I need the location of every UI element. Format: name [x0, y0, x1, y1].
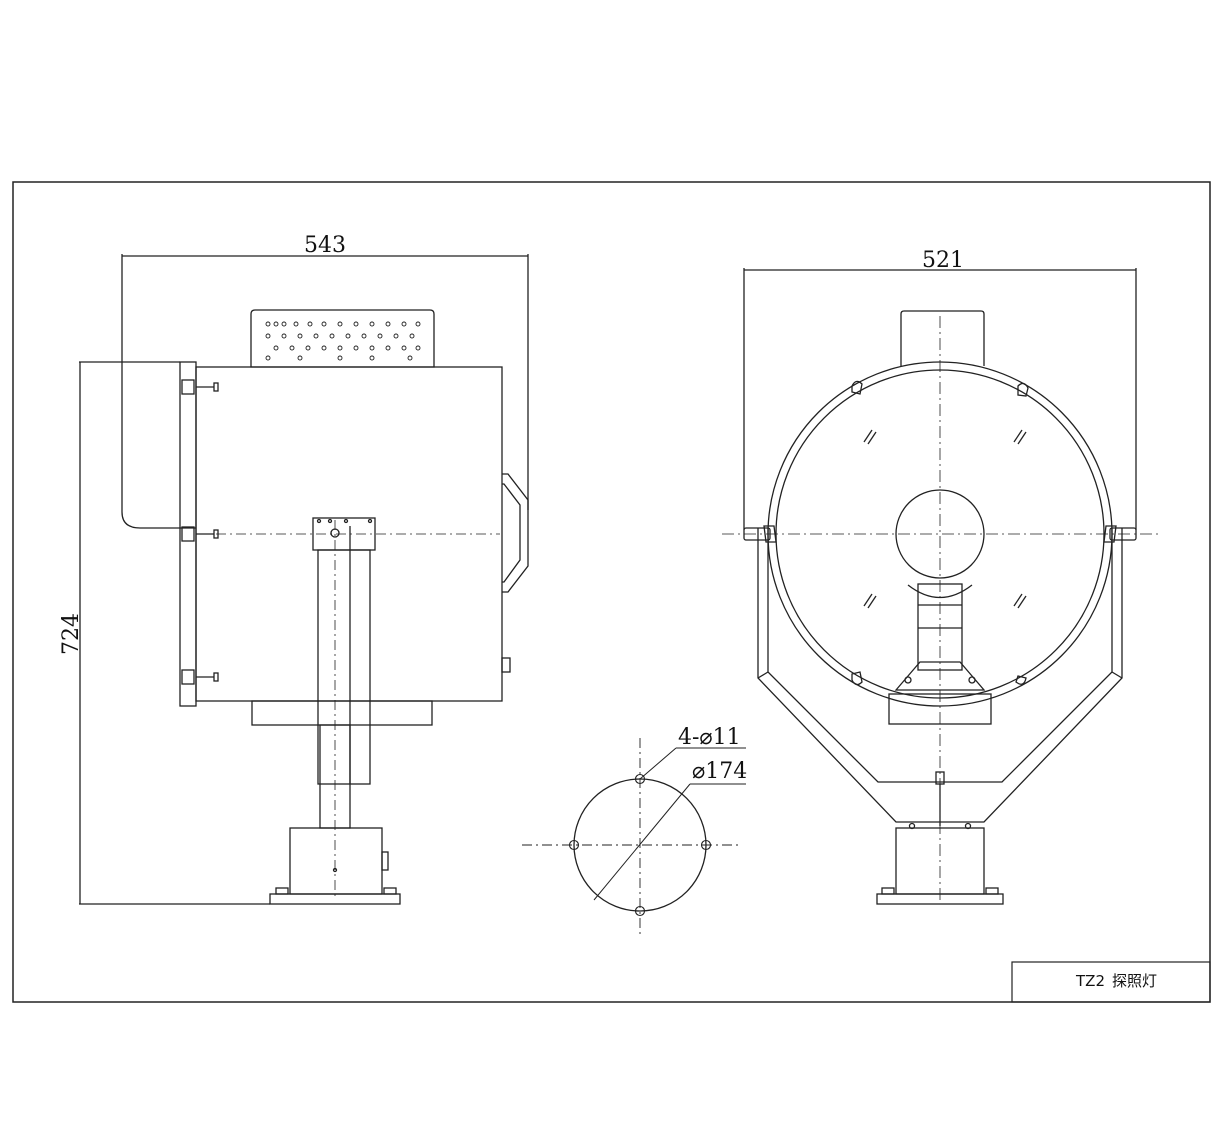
front-width-dimension: 521 — [922, 248, 964, 273]
drawing-border — [12, 181, 1211, 1003]
diameter-callout: ⌀174 — [692, 759, 747, 784]
title-model: TZ2 — [1075, 972, 1105, 990]
hole-callout: 4-⌀11 — [678, 725, 741, 750]
base-plate-detail — [522, 738, 746, 938]
side-width-dimension: 543 — [304, 233, 346, 258]
vent-holes — [265, 321, 421, 361]
title-name: 探照灯 — [1112, 972, 1157, 990]
side-view — [79, 254, 529, 905]
title-block: TZ2 探照灯 — [1011, 961, 1211, 1003]
side-height-dimension: 724 — [59, 613, 84, 655]
